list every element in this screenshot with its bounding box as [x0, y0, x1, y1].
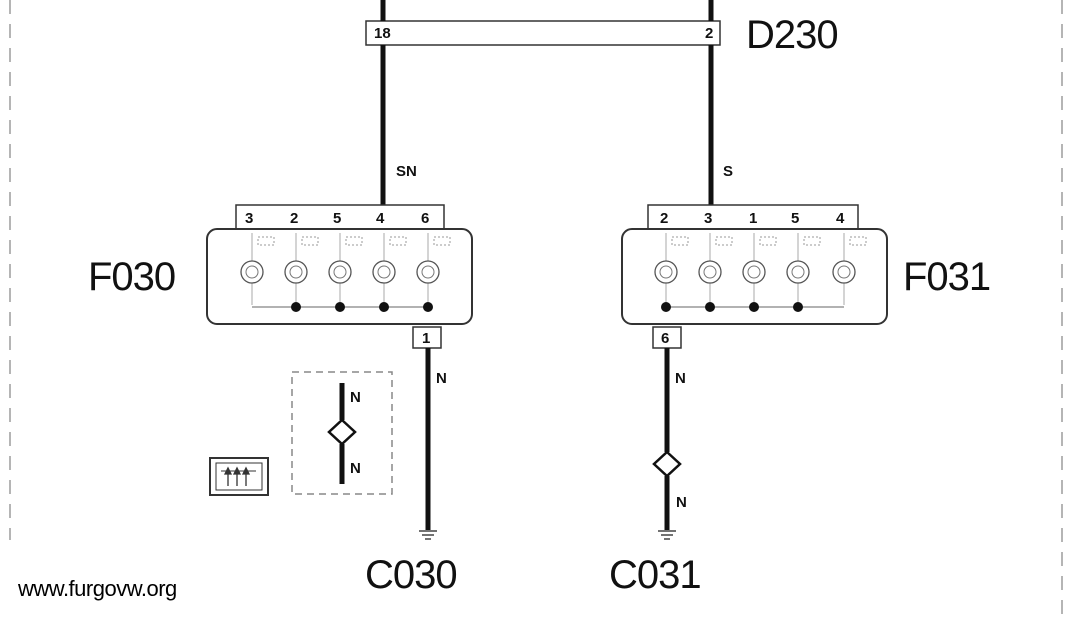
- wire-label-s: S: [723, 163, 733, 180]
- f031-bulb-1: [654, 233, 689, 305]
- legend-wire-label-bottom: N: [350, 460, 361, 477]
- f031-label: F031: [903, 255, 990, 299]
- wire-label-n-right-upper: N: [675, 370, 686, 387]
- f031-bulb-4: [786, 233, 821, 305]
- f030-bulb-2: [284, 233, 319, 305]
- f031-pin-bottom: 6: [661, 330, 669, 347]
- f031-pin-4: 5: [791, 210, 799, 227]
- wire-label-n-right-lower: N: [676, 494, 687, 511]
- f031-pin-2: 3: [704, 210, 712, 227]
- connector-f030: 3 2 5 4 6 F030 1: [88, 204, 473, 349]
- ground-label-c030: C030: [365, 553, 457, 597]
- connector-f031: 2 3 1 5 4 F031 6: [621, 204, 991, 349]
- f030-pin-1: 3: [245, 210, 253, 227]
- watermark-text: www.furgovw.org: [18, 576, 177, 601]
- f030-bulb-5: [416, 233, 451, 305]
- connector-d230: 18 2 D230: [365, 13, 839, 57]
- d230-label: D230: [746, 13, 838, 57]
- f030-pin-3: 5: [333, 210, 341, 227]
- ground-label-c031: C031: [609, 553, 701, 597]
- ground-symbol-right: [658, 530, 676, 540]
- f031-pin-5: 4: [836, 210, 845, 227]
- f030-bulb-3: [328, 233, 363, 305]
- page-border-dashed: [9, 0, 1063, 615]
- f031-bulb-5: [832, 233, 867, 305]
- f030-pin-4: 4: [376, 210, 385, 227]
- f031-pin-3: 1: [749, 210, 757, 227]
- splice-diamond-right: [652, 450, 682, 478]
- legend-wire-label-top: N: [350, 389, 361, 406]
- wire-label-sn: SN: [396, 163, 417, 180]
- f031-pin-1: 2: [660, 210, 668, 227]
- ground-symbol-left: [419, 530, 437, 540]
- legend-splice-box: N N: [291, 371, 393, 495]
- f030-pin-2: 2: [290, 210, 298, 227]
- f030-pin-bottom: 1: [422, 330, 430, 347]
- wire-label-n-left: N: [436, 370, 447, 387]
- wires-bottom: [425, 348, 670, 530]
- f030-pin-5: 6: [421, 210, 429, 227]
- f031-bulb-3: [742, 233, 777, 305]
- f031-bulbs: [654, 233, 867, 305]
- f030-bulbs: [240, 233, 451, 305]
- d230-pin-left: 18: [374, 25, 391, 42]
- f031-bulb-2: [698, 233, 733, 305]
- f030-bulb-1: [240, 233, 275, 305]
- connector-legend-icon: [209, 457, 269, 496]
- wires-top: [380, 0, 714, 205]
- d230-pin-right: 2: [705, 25, 713, 42]
- f030-bulb-4: [372, 233, 407, 305]
- f030-label: F030: [88, 255, 175, 299]
